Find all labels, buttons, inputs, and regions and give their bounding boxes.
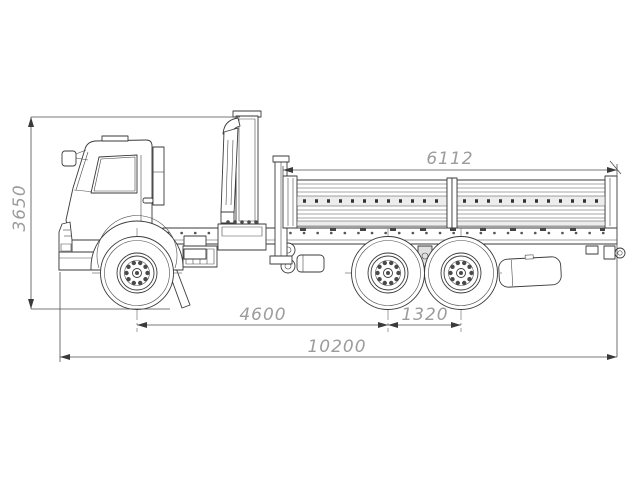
side-mirror (61, 149, 89, 167)
tow-hitch (603, 245, 626, 260)
roof-hatch (101, 135, 129, 142)
air-intake (152, 146, 165, 206)
bed-front-post (282, 175, 298, 229)
rear-wheel-1 (351, 236, 425, 310)
crane-boom-folded (220, 127, 239, 215)
rear-wheel-2 (424, 236, 498, 310)
taillight (585, 245, 599, 255)
dim-overall-height: 3650 (10, 116, 240, 310)
front-bumper (58, 251, 97, 271)
fuel-tank (498, 254, 562, 288)
dim-bed-length: 6112 (282, 149, 622, 357)
dim-wheelbase-label: 4600 (239, 305, 286, 325)
dim-bed-length-label: 6112 (426, 149, 473, 169)
cab-steps (183, 235, 207, 260)
dim-bogie-spacing: 1320 (388, 305, 461, 328)
dim-overall-length-label: 10200 (307, 337, 366, 357)
side-window (90, 154, 138, 194)
dim-wheelbase: 4600 (137, 305, 388, 328)
bed-rear-post (604, 175, 618, 229)
door-handle (142, 197, 154, 204)
dim-overall-length: 10200 (59, 272, 617, 362)
windshield-edge (75, 151, 89, 191)
cargo-bed (282, 175, 618, 231)
front-wheel (100, 236, 174, 310)
dim-bogie-spacing-label: 1320 (401, 305, 448, 325)
headlight (60, 243, 72, 252)
bed-stanchions (446, 177, 458, 229)
muffler (296, 254, 325, 273)
dim-overall-height-label: 3650 (10, 184, 30, 231)
bed-panel-2 (456, 179, 606, 227)
bed-panel-1 (296, 179, 448, 227)
crane-manipulator (217, 110, 293, 265)
crane-base (217, 220, 267, 251)
